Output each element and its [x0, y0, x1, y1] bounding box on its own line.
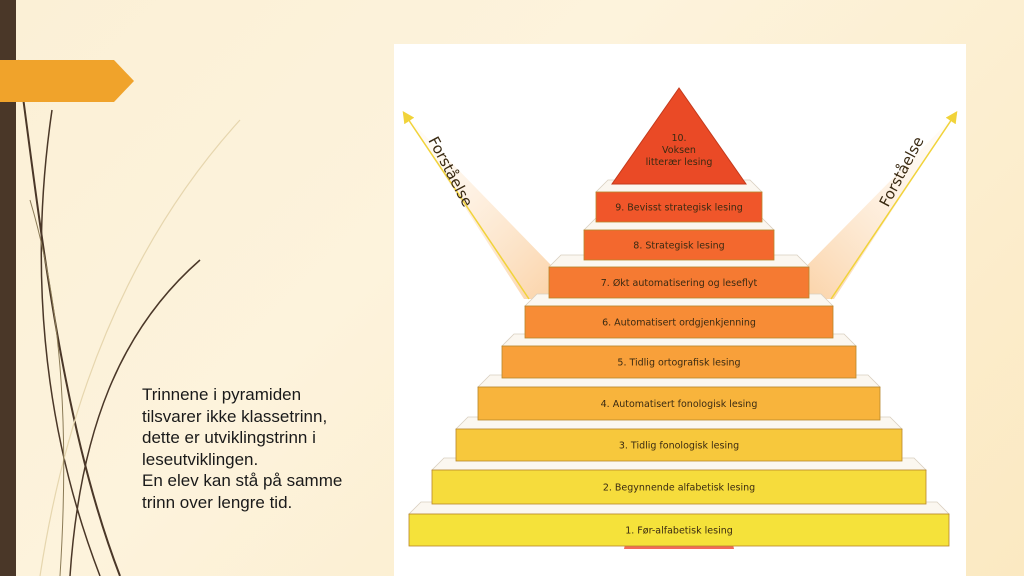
- pyramid-step-2: [431, 469, 927, 505]
- pyramid-step-8: [583, 229, 775, 261]
- left-side-label: Forståelse: [424, 134, 476, 210]
- accent-tab: [0, 60, 134, 102]
- pyramid-step-label: 9. Bevisst strategisk lesing: [615, 203, 743, 214]
- pyramid-step-3: [455, 428, 903, 462]
- pyramid-figure: 1. Før-alfabetisk lesing 2. Begynnende al…: [394, 44, 966, 576]
- pyramid-step-5: [501, 345, 857, 379]
- pyramid-step-label: 3. Tidlig fonologisk lesing: [619, 441, 739, 452]
- pyramid-step-label: 8. Strategisk lesing: [633, 241, 724, 252]
- body-line: Trinnene i pyramiden: [142, 385, 302, 404]
- pyramid-step-7: [548, 266, 810, 299]
- pyramid-step-label: 6. Automatisert ordgjenkjenning: [602, 318, 756, 329]
- body-text: Trinnene i pyramiden tilsvarer ikke klas…: [142, 384, 392, 513]
- pyramid-step-label: 7. Økt automatisering og leseflyt: [601, 278, 758, 289]
- top-triangle: [611, 87, 747, 185]
- body-line: tilsvarer ikke klassetrinn,: [142, 406, 328, 426]
- body-line: leseutviklingen.: [142, 449, 259, 469]
- left-border-bar: [0, 0, 16, 576]
- right-glow: [774, 116, 954, 299]
- pyramid-step-label: 2. Begynnende alfabetisk lesing: [603, 483, 755, 494]
- right-side-label: Forståelse: [876, 134, 928, 210]
- pyramid-top: 10. Voksen litterær lesing: [611, 87, 747, 185]
- top-label-line: 10.: [671, 133, 686, 144]
- top-label-line: Voksen: [662, 145, 696, 156]
- body-line: trinn over lengre tid.: [142, 492, 293, 512]
- pyramid-step-4: [477, 386, 881, 421]
- decorative-curves: [17, 59, 241, 576]
- left-glow: [406, 116, 584, 299]
- body-line: En elev kan stå på samme: [142, 471, 343, 490]
- pyramid-step-label: 1. Før-alfabetisk lesing: [625, 526, 733, 537]
- pyramid-step-label: 4. Automatisert fonologisk lesing: [601, 399, 758, 410]
- pyramid-steps: 1. Før-alfabetisk lesing 2. Begynnende al…: [408, 179, 950, 547]
- left-arrow: [402, 111, 530, 300]
- right-arrow: [830, 111, 958, 300]
- top-label-line: litterær lesing: [646, 157, 713, 168]
- body-line: dette er utviklingstrinn i: [142, 428, 316, 447]
- pyramid-diagram: 1. Før-alfabetisk lesing 2. Begynnende al…: [402, 87, 958, 549]
- pyramid-step-9: [595, 191, 763, 223]
- pyramid-step-1: [408, 513, 950, 547]
- pyramid-step-label: 5. Tidlig ortografisk lesing: [617, 358, 740, 369]
- pyramid-step-6: [524, 305, 834, 339]
